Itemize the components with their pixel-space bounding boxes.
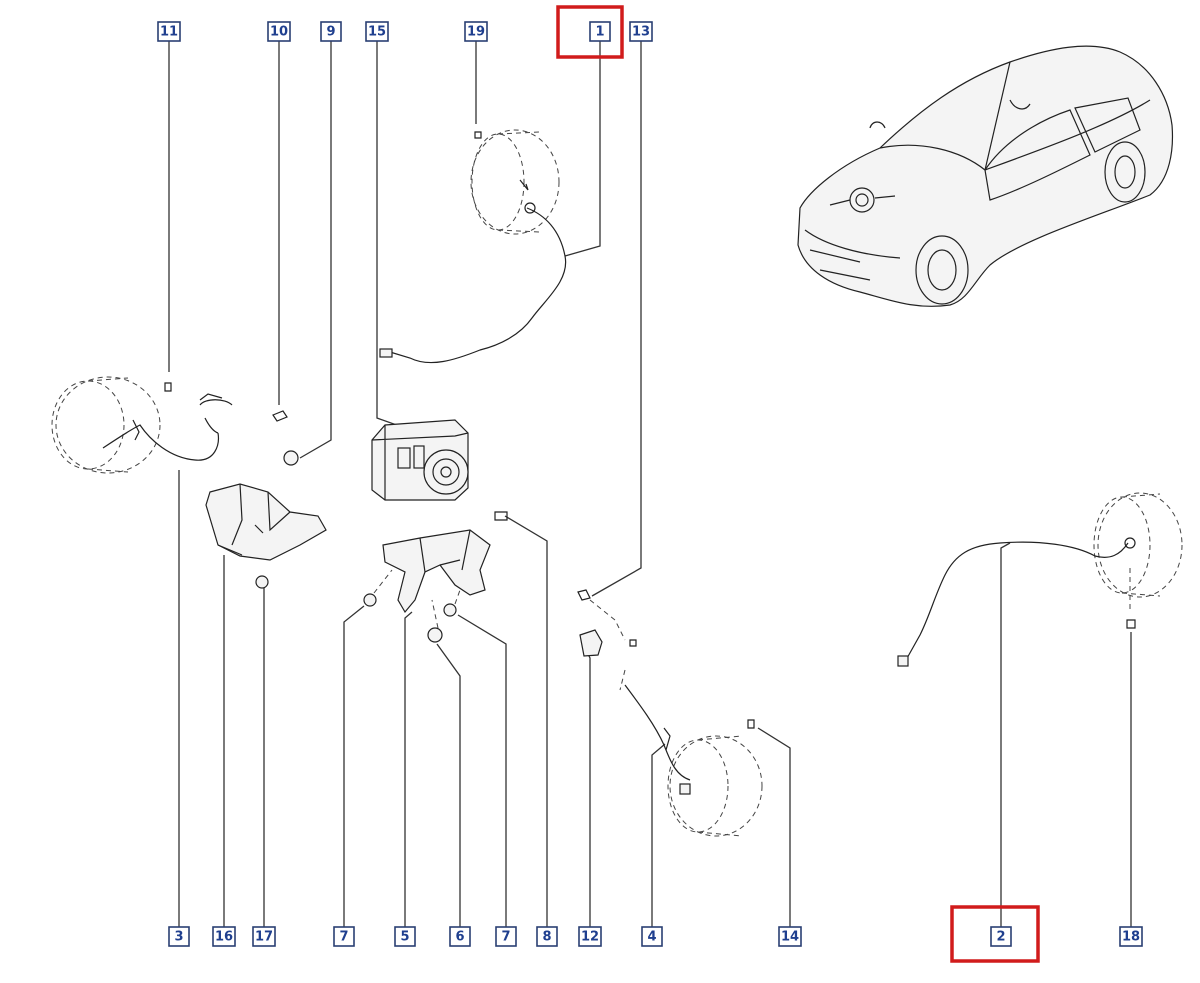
bracket-left xyxy=(205,483,327,589)
callout-label: 13 xyxy=(632,25,650,40)
sensor-group-left xyxy=(51,376,299,474)
callout-7a[interactable]: 7 xyxy=(333,926,355,947)
leader-6 xyxy=(436,643,461,927)
highlight-callout-1 xyxy=(556,5,624,59)
callout-label: 2 xyxy=(996,930,1005,945)
callout-14[interactable]: 14 xyxy=(778,926,802,947)
callout-11[interactable]: 11 xyxy=(157,21,181,42)
callouts-bottom: 3 16 17 7 5 6 7 8 xyxy=(168,926,1143,947)
car-illustration xyxy=(797,45,1174,307)
leader-15 xyxy=(376,41,406,429)
callout-13[interactable]: 13 xyxy=(629,21,653,42)
callout-label: 5 xyxy=(400,930,409,945)
callout-4[interactable]: 4 xyxy=(641,926,663,947)
callout-1[interactable]: 1 xyxy=(589,21,611,42)
callouts-top: 11 10 9 15 19 1 13 xyxy=(157,21,653,42)
callout-8[interactable]: 8 xyxy=(536,926,558,947)
callout-label: 7 xyxy=(339,930,348,945)
callout-label: 10 xyxy=(270,25,288,40)
callout-label: 14 xyxy=(781,930,799,945)
leader-5 xyxy=(404,611,413,927)
callout-label: 15 xyxy=(368,25,386,40)
callout-label: 9 xyxy=(326,25,335,40)
sensor-group-top xyxy=(379,129,567,364)
bracket-center xyxy=(363,511,508,643)
leader-8 xyxy=(504,515,548,927)
callout-label: 8 xyxy=(542,930,551,945)
leader-9 xyxy=(299,41,332,459)
callout-6[interactable]: 6 xyxy=(449,926,471,947)
sensor-group-right xyxy=(897,492,1183,667)
callout-5[interactable]: 5 xyxy=(394,926,416,947)
abs-unit xyxy=(371,419,469,501)
callout-label: 1 xyxy=(595,25,604,40)
callout-10[interactable]: 10 xyxy=(267,21,291,42)
callout-label: 19 xyxy=(467,25,485,40)
callout-3[interactable]: 3 xyxy=(168,926,190,947)
callout-label: 18 xyxy=(1122,930,1140,945)
callout-17[interactable]: 17 xyxy=(252,926,276,947)
callout-9[interactable]: 9 xyxy=(320,21,342,42)
leader-lines xyxy=(168,41,1132,927)
callout-15[interactable]: 15 xyxy=(365,21,389,42)
callout-16[interactable]: 16 xyxy=(212,926,236,947)
callout-18[interactable]: 18 xyxy=(1119,926,1143,947)
callout-label: 16 xyxy=(215,930,233,945)
callout-12[interactable]: 12 xyxy=(578,926,602,947)
callout-label: 7 xyxy=(501,930,510,945)
leader-7b xyxy=(457,614,507,927)
callout-label: 3 xyxy=(174,930,183,945)
callout-label: 4 xyxy=(647,930,656,945)
sensor-group-bottom xyxy=(577,589,763,837)
leader-13 xyxy=(591,41,642,597)
leader-2 xyxy=(1000,542,1011,927)
leader-12 xyxy=(585,649,591,927)
callout-label: 17 xyxy=(255,930,273,945)
callout-label: 6 xyxy=(455,930,464,945)
highlight-callout-2 xyxy=(950,905,1040,963)
leader-1 xyxy=(564,41,601,257)
callout-7b[interactable]: 7 xyxy=(495,926,517,947)
leader-4 xyxy=(651,743,666,927)
leader-14 xyxy=(757,727,791,927)
callout-2[interactable]: 2 xyxy=(990,926,1012,947)
callout-label: 11 xyxy=(160,25,178,40)
leader-7a xyxy=(343,605,365,927)
callout-label: 12 xyxy=(581,930,599,945)
callout-19[interactable]: 19 xyxy=(464,21,488,42)
